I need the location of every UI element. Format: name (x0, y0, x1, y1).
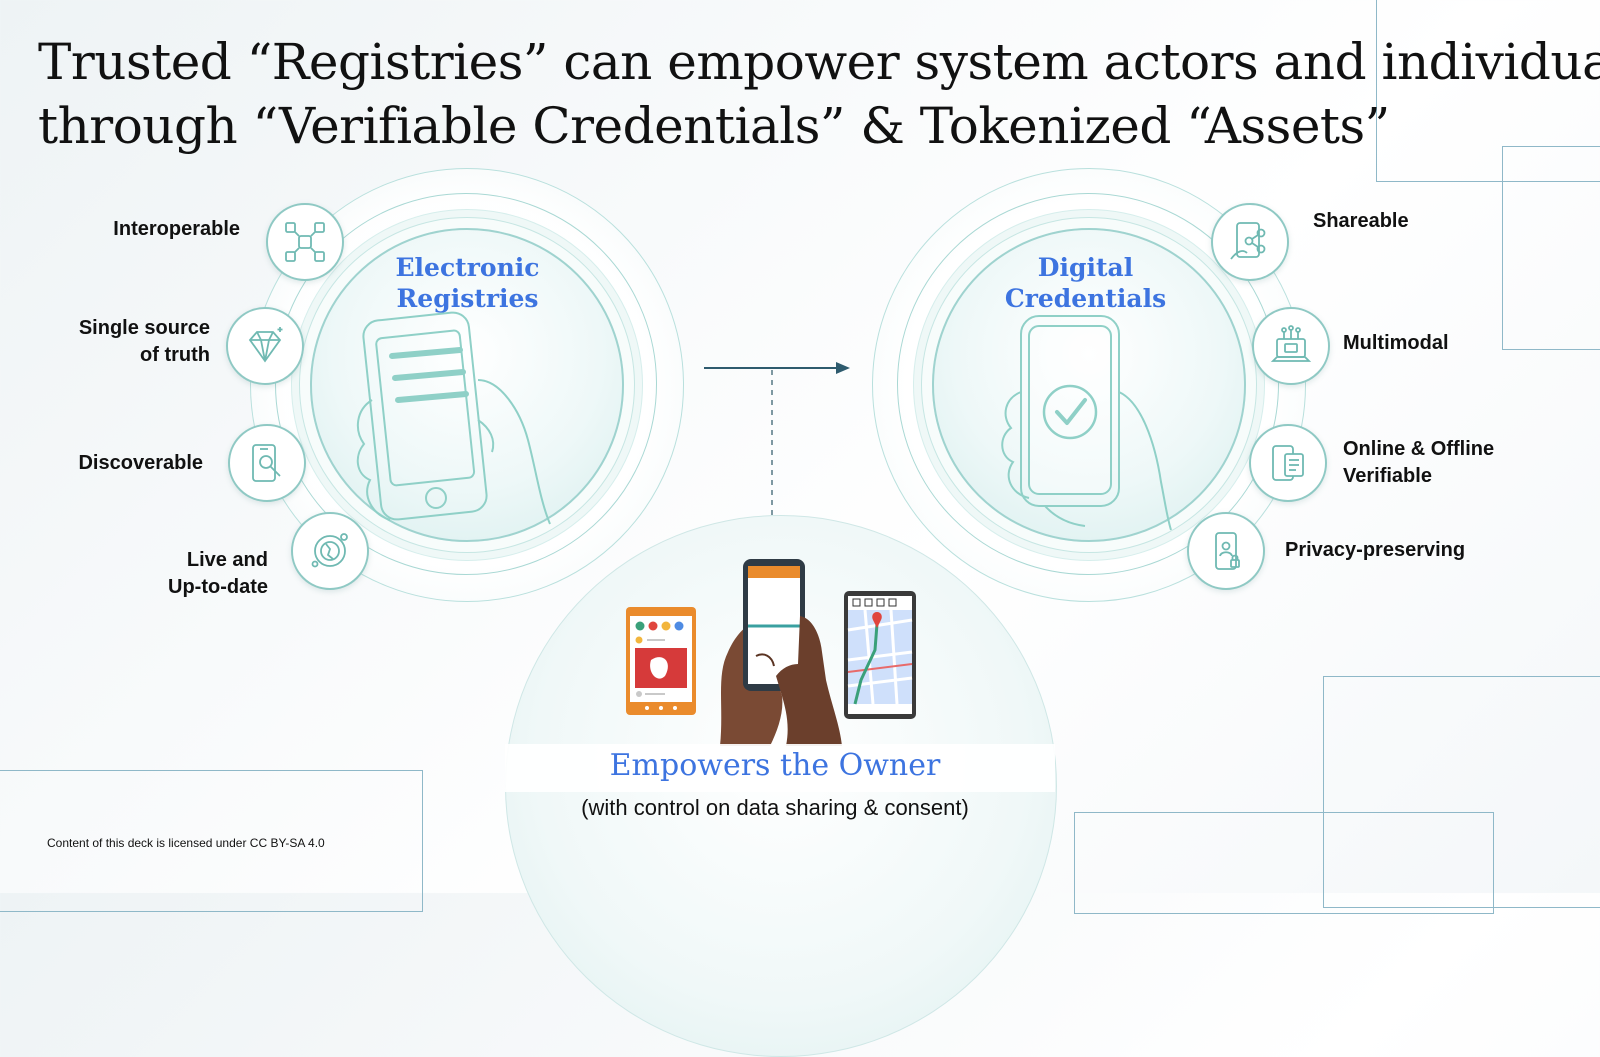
phone-search-icon (228, 424, 306, 502)
hand-holding-verified-phone-illustration (1001, 315, 1172, 531)
right-ring-2 (897, 193, 1279, 575)
feature-live-up-to-date: Live and Up-to-date (60, 547, 268, 601)
feature-single-source-of-truth: Single source of truth (20, 315, 210, 369)
feature-online-offline-label-line1: Online & Offline (1343, 438, 1495, 460)
network-cube-icon (266, 203, 344, 281)
digital-credentials-label-line2: Credentials (1004, 284, 1167, 313)
feature-shareable: Shareable (1313, 208, 1513, 235)
decor-frame-top-right (1376, 0, 1600, 182)
digital-credentials-label-line1: Digital (1037, 253, 1134, 282)
phone-lock-icon (1187, 512, 1265, 590)
feature-privacy-label: Privacy-preserving (1285, 539, 1466, 561)
page-title: Trusted “Registries” can empower system … (38, 30, 1600, 158)
globe-orbit-icon (291, 512, 369, 590)
flow-arrow (704, 362, 850, 520)
feature-interoperable: Interoperable (60, 216, 240, 243)
feature-single-source-label-line1: Single source (78, 317, 210, 339)
left-inner-circle (310, 228, 624, 542)
share-hand-icon (1211, 203, 1289, 281)
hand-holding-phone-illustration (356, 311, 551, 525)
laptop-nodes-icon (1252, 307, 1330, 385)
owner-subtitle: (with control on data sharing & consent) (581, 795, 969, 820)
feature-multimodal: Multimodal (1343, 330, 1543, 357)
device-document-icon (1249, 424, 1327, 502)
feature-live-label-line2: Up-to-date (168, 576, 268, 598)
feature-single-source-label-line2: of truth (140, 344, 210, 366)
feature-discoverable: Discoverable (20, 450, 203, 477)
owner-title: Empowers the Owner (609, 748, 941, 783)
feature-privacy-preserving: Privacy-preserving (1285, 537, 1545, 564)
feature-shareable-label: Shareable (1313, 210, 1409, 232)
feature-multimodal-label: Multimodal (1343, 332, 1449, 354)
electronic-registries-label-line1: Electronic (395, 253, 540, 282)
title-line-2: through “Verifiable Credentials” & Token… (38, 97, 1390, 155)
feature-interoperable-label: Interoperable (113, 218, 240, 240)
map-app-phone-illustration (844, 591, 916, 719)
decor-frame-bottom-center (1074, 812, 1494, 914)
electronic-registries-label: Electronic Registries (360, 252, 575, 314)
decor-frame-right (1502, 146, 1600, 350)
diamond-icon (226, 307, 304, 385)
hands-holding-phone-illustration (720, 559, 842, 746)
owner-caption-band (505, 744, 1055, 792)
title-line-1: Trusted “Registries” can empower system … (38, 33, 1600, 91)
feature-live-label-line1: Live and (186, 549, 268, 571)
license-note: Content of this deck is licensed under C… (47, 836, 325, 850)
digital-credentials-label: Digital Credentials (978, 252, 1193, 314)
feature-discoverable-label: Discoverable (78, 452, 203, 474)
right-inner-circle (932, 228, 1246, 542)
left-ring-2 (275, 193, 657, 575)
social-app-phone-illustration (626, 607, 696, 715)
feature-online-offline-verifiable: Online & Offline Verifiable (1343, 436, 1563, 490)
feature-online-offline-label-line2: Verifiable (1343, 465, 1432, 487)
electronic-registries-label-line2: Registries (396, 284, 539, 313)
